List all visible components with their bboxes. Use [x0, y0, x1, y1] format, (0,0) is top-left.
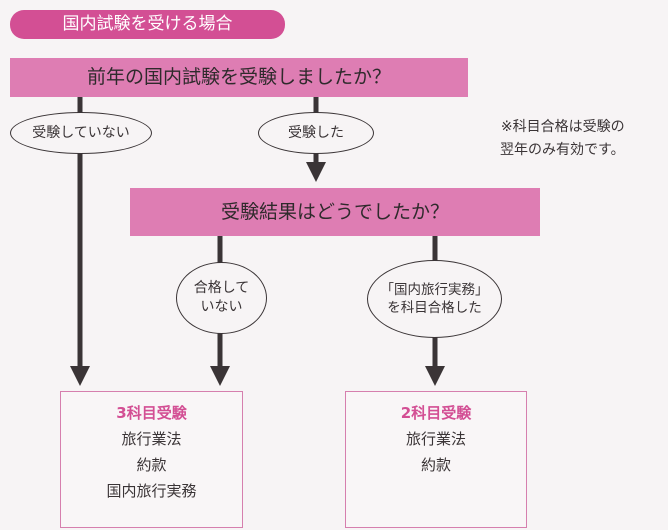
subject-item: 約款	[136, 456, 167, 474]
question-previous-exam: 前年の国内試験を受験しましたか？	[10, 58, 468, 97]
section-header: 国内試験を受ける場合	[10, 10, 285, 39]
result-title: 3科目受験	[116, 404, 187, 422]
subject-item: 約款	[420, 456, 451, 474]
answer-not-taken: 受験していない	[10, 112, 152, 154]
subject-item: 旅行業法	[121, 430, 182, 448]
answer-passed-subject: 「国内旅行実務」 を科目合格した	[367, 260, 502, 338]
answer-taken: 受験した	[258, 112, 374, 154]
result-title: 2科目受験	[400, 404, 472, 422]
subject-item: 国内旅行実務	[106, 482, 197, 500]
question-result: 受験結果はどうでしたか？	[130, 188, 540, 236]
answer-not-passed: 合格して いない	[176, 262, 267, 334]
result-three-subjects: 3科目受験 旅行業法 約款 国内旅行実務	[60, 391, 243, 528]
subject-item: 旅行業法	[405, 430, 466, 448]
note-text: ※科目合格は受験の 翌年のみ有効です。	[500, 119, 625, 158]
result-two-subjects: 2科目受験 旅行業法 約款	[345, 391, 527, 528]
